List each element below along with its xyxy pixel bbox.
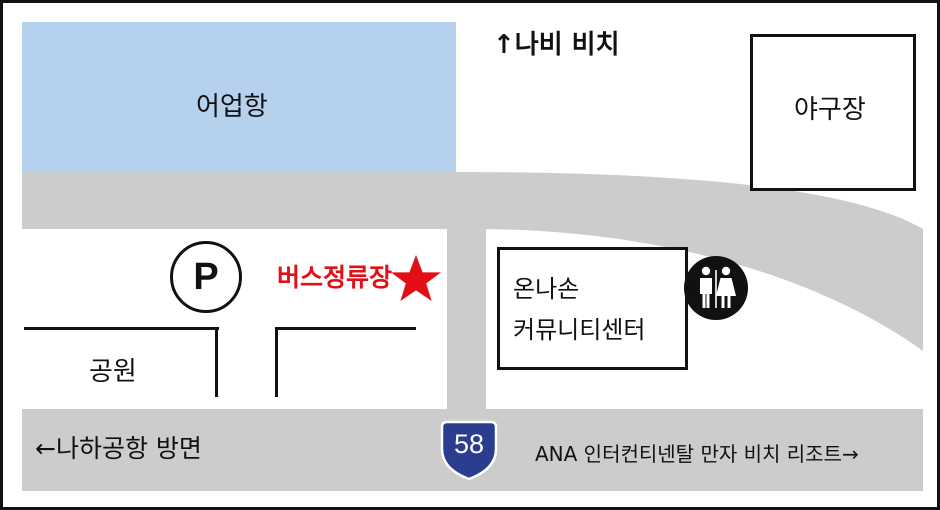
harbor-label: 어업항: [196, 92, 268, 122]
block-boundary-top: [275, 327, 416, 330]
community-center: [497, 247, 688, 370]
connector-road: [447, 227, 486, 413]
airport-direction-label: ←나하공항 방면: [35, 434, 202, 463]
star-icon: [391, 255, 441, 301]
bus-stop-label: 버스정류장: [277, 263, 393, 292]
baseball-field-label: 야구장: [794, 95, 866, 125]
community-center-label-line2: 커뮤니티센터: [513, 316, 646, 344]
block-boundary-left: [275, 327, 278, 397]
fishing-harbor-area: [22, 22, 456, 172]
route-number: 58: [453, 429, 485, 459]
park-boundary-top: [24, 327, 219, 330]
park-boundary-right: [215, 327, 218, 397]
resort-direction-label: ANA 인터컨티넨탈 만자 비치 리조트→: [535, 442, 859, 466]
parking-icon: P: [170, 241, 242, 313]
curved-road: [22, 172, 923, 351]
route-shield-icon: [440, 420, 498, 481]
beach-direction-label: ↑나비 비치: [493, 30, 620, 60]
restroom-icon: [684, 256, 748, 320]
park-label: 공원: [89, 357, 137, 387]
baseball-field: [750, 34, 916, 191]
community-center-label-line1: 온나손: [513, 275, 580, 303]
